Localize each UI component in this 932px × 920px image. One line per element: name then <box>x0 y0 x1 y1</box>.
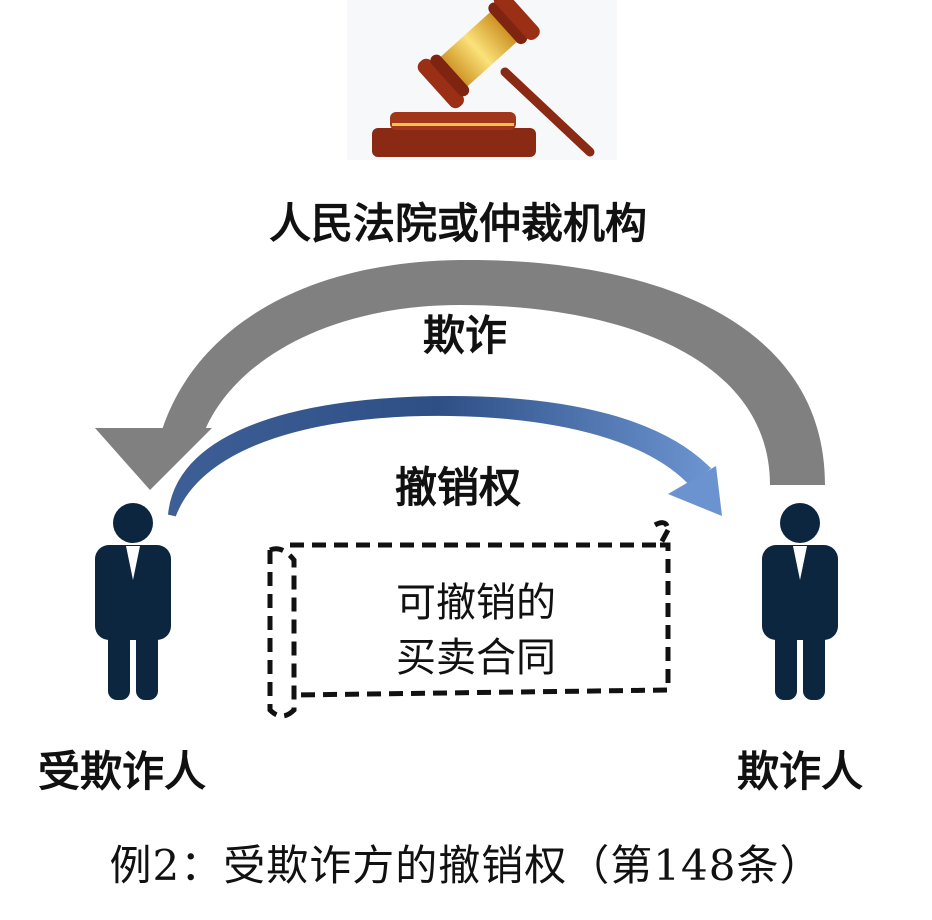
fraudster-label: 欺诈人 <box>736 747 864 796</box>
rescission-arrow <box>168 395 722 517</box>
rescission-arrow-label: 撤销权 <box>394 463 522 512</box>
contract-line-2: 买卖合同 <box>396 635 556 681</box>
fraudster-person-icon <box>762 503 838 700</box>
court-label: 人民法院或仲裁机构 <box>268 199 648 248</box>
fraud-arrow <box>95 259 825 490</box>
contract-scroll-icon <box>267 520 671 719</box>
victim-person-icon <box>95 503 171 700</box>
victim-label: 受欺诈人 <box>37 747 207 796</box>
fraud-arrow-label: 欺诈 <box>422 311 508 360</box>
caption: 例2：受欺诈方的撤销权（第148条） <box>109 841 823 890</box>
contract-line-1: 可撤销的 <box>396 580 556 626</box>
gavel-icon <box>347 0 617 160</box>
